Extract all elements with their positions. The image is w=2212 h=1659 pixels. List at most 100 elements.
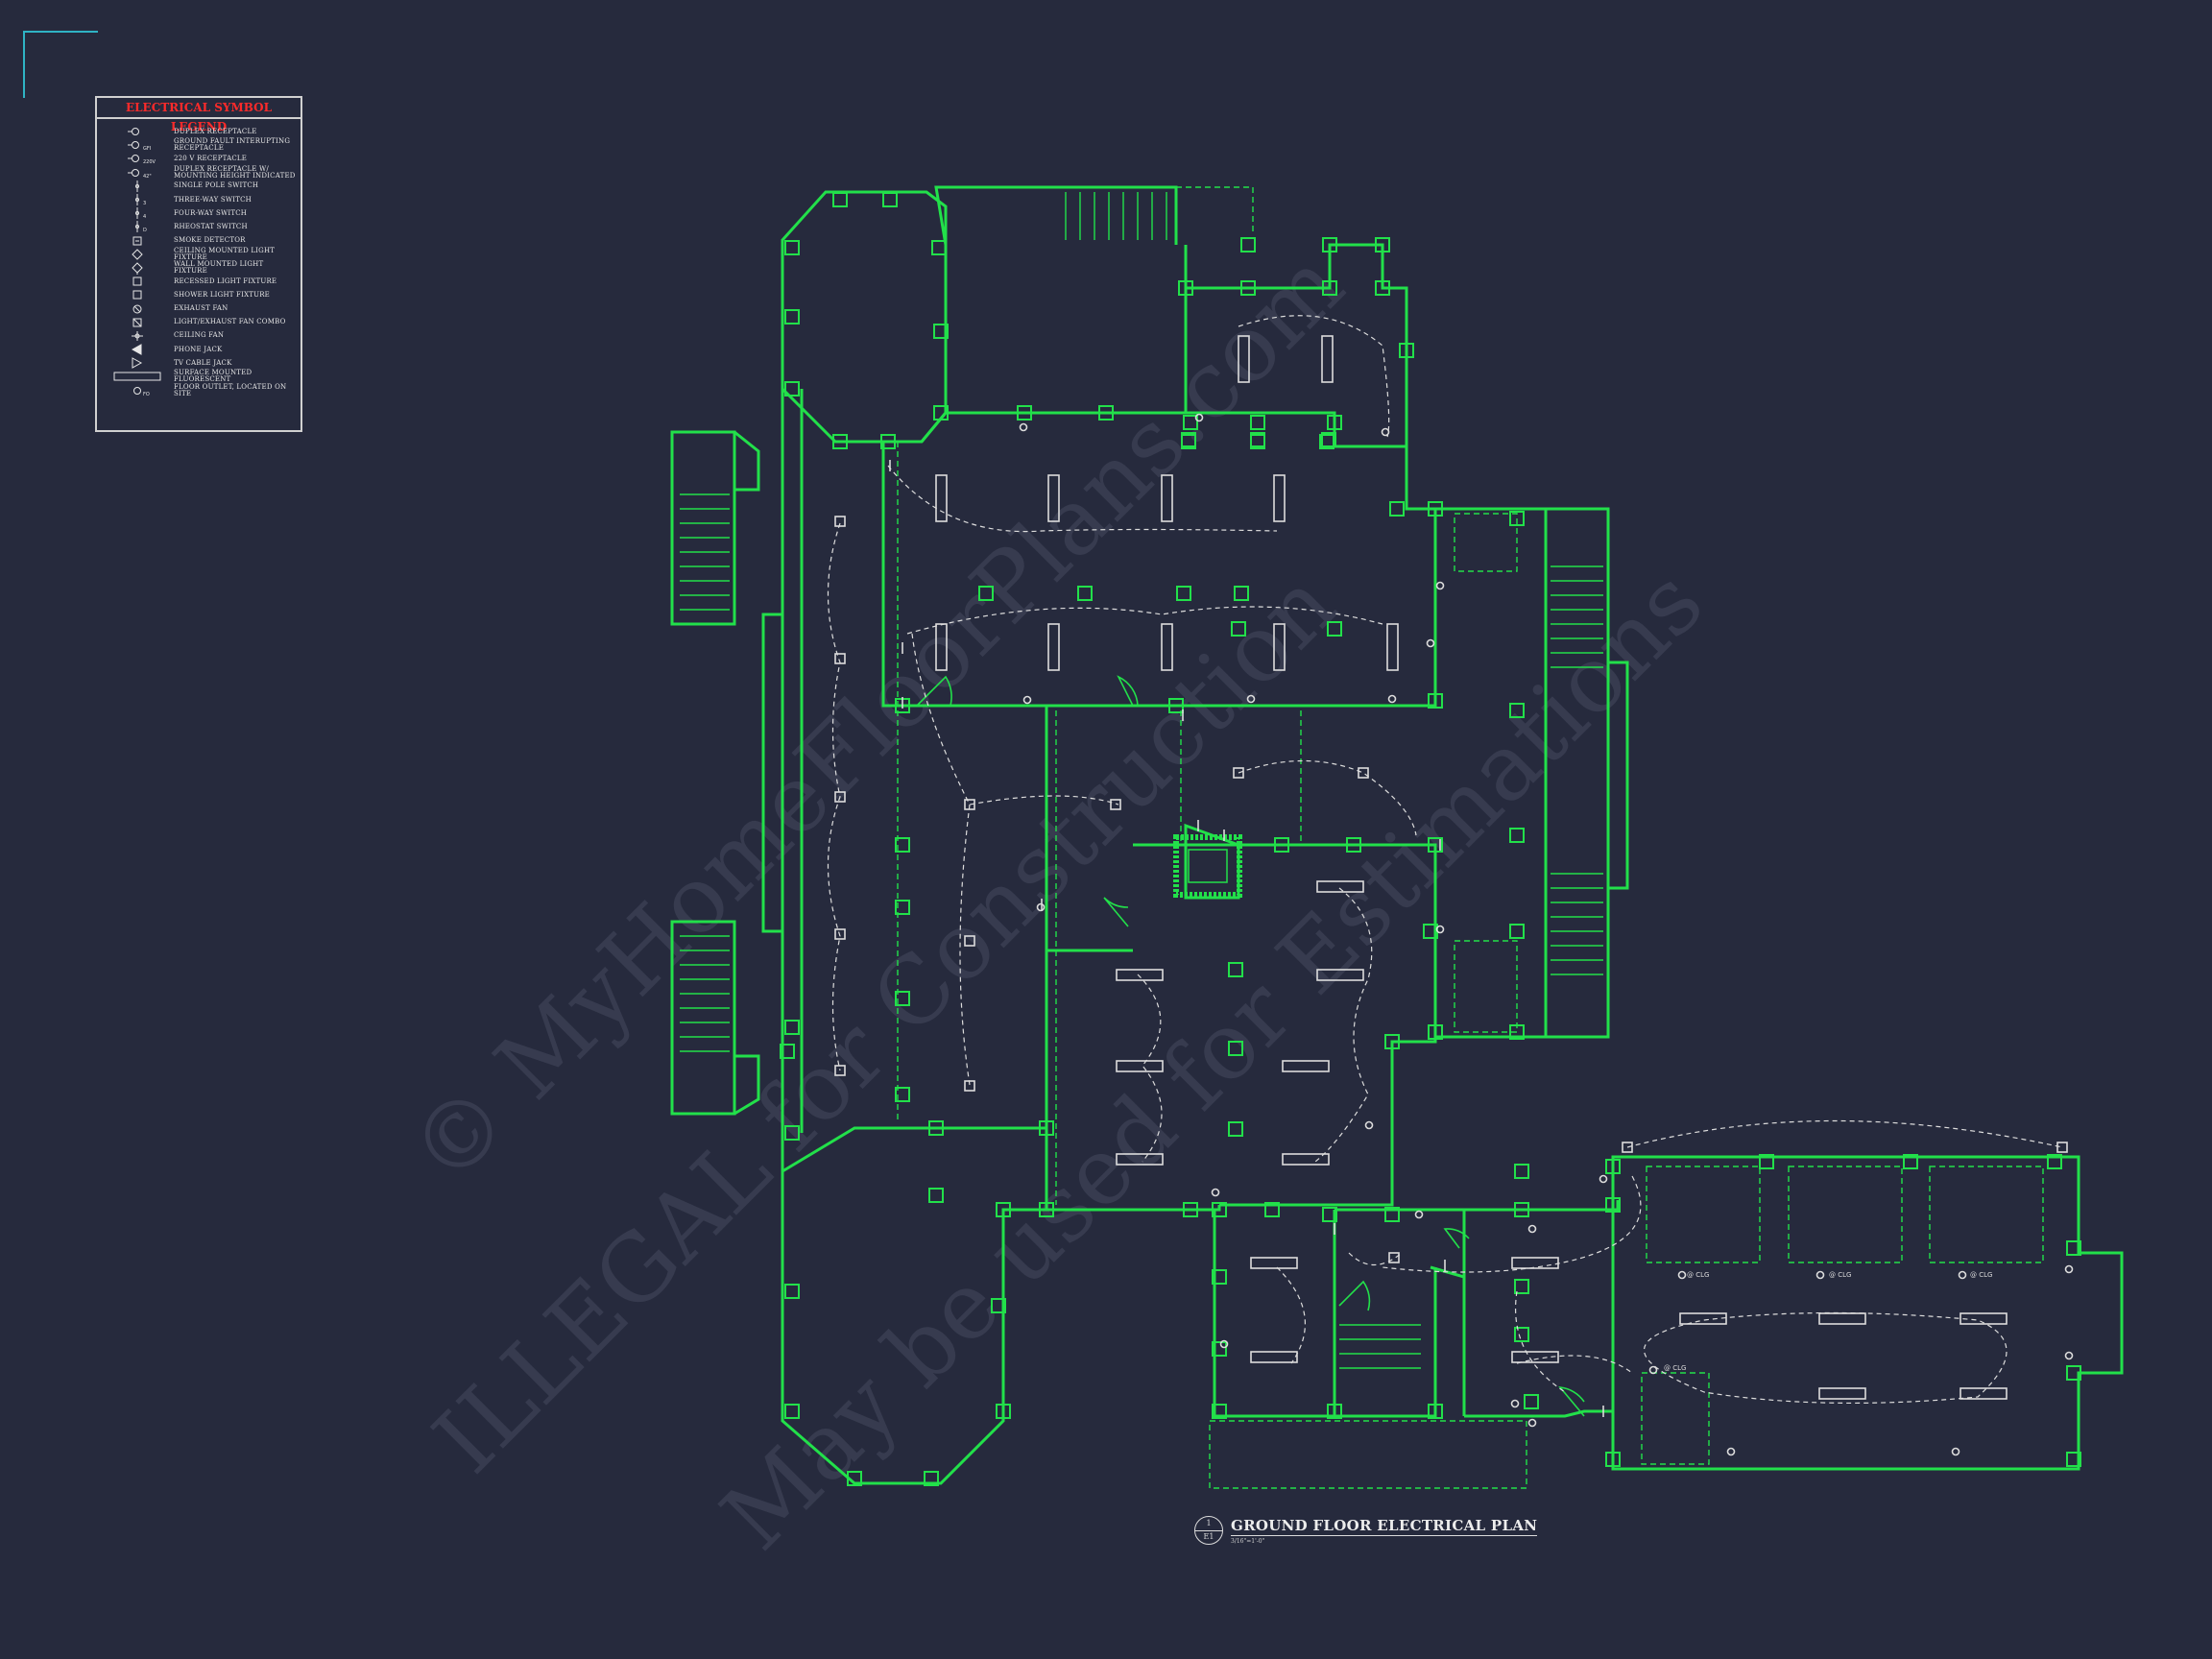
ceiling-light-fixture [834,928,846,940]
duplex-receptacle [1648,1365,1658,1375]
ceiling-light-fixture [1388,1252,1400,1263]
column [780,1044,795,1059]
ceiling-light-icon [132,249,143,260]
surface-fluorescent-fixture [1818,1387,1866,1400]
surface-fluorescent-fixture [1273,623,1286,671]
column [1183,415,1198,430]
phone-jack-icon [131,344,142,355]
legend-label: CEILING MOUNTED LIGHT FIXTURE [174,246,276,261]
column [1759,1154,1774,1169]
door-swings [916,675,1585,1417]
surface-fluorescent-fixture [1316,969,1364,981]
column [784,1404,800,1419]
column [1509,828,1525,843]
column [1212,1341,1227,1357]
sheet-corner-mark [23,31,98,98]
column [1514,1202,1529,1217]
column [1212,1202,1227,1217]
duplex-receptacle-icon [128,128,139,136]
surface-fluorescent-fixture [1960,1387,2008,1400]
column [1322,237,1337,252]
column [1212,1269,1227,1285]
ceiling-light-fixture [964,1080,975,1092]
gfi-receptacle-icon: GFI [128,141,151,152]
legend-symbol-tag: 4 [143,214,146,220]
duplex-receptacle [1387,694,1397,704]
surface-fluorescent-fixture [1818,1312,1866,1325]
wiring-runs [827,315,2063,1405]
column [1375,280,1390,296]
three-way-switch-icon: 3 [135,194,146,206]
legend-label: 220 V RECEPTACLE [174,154,248,162]
column [1178,280,1193,296]
column [1017,405,1032,421]
exhaust-fan-icon [132,304,142,314]
column [2066,1365,2081,1381]
duplex-receptacle [1510,1399,1520,1408]
legend-symbol-tag: D [143,228,147,233]
legend-label: SMOKE DETECTOR [174,236,246,245]
recessed-light-fixture [1327,621,1342,637]
surface-fluorescent-fixture [1511,1257,1559,1269]
electrical-symbol-legend: ELECTRICAL SYMBOL LEGEND DUPLEX RECEPTAC… [95,96,302,432]
rheostat-switch-icon: D [135,221,147,233]
detail-number: 1 [1206,1519,1212,1527]
legend-row: LIGHT/EXHAUST FAN COMBO [97,316,301,329]
column [996,1404,1011,1419]
legend-label: PHONE JACK [174,345,223,353]
column [895,837,910,853]
surface-fluorescent-fixture [1282,1153,1330,1166]
wall-light-icon [132,262,143,275]
column [1264,1202,1280,1217]
column [832,434,848,449]
surface-fluorescent-fixture [1116,1153,1164,1166]
surface-fluorescent-fixture [1116,1060,1164,1072]
column [1514,1327,1529,1342]
surface-fluorescent-fixture [1273,474,1286,522]
ceiling-light-fixture [1110,799,1121,810]
duplex-receptacle [2064,1351,2074,1360]
column [1428,693,1443,709]
legend-symbol-tag: 3 [143,201,146,206]
ceiling-annotations: @ CLG @ CLG @ CLG @ CLG [1664,1271,1992,1372]
ceiling-light-fixture [834,791,846,803]
column [895,900,910,915]
220v-receptacle-icon: 220V [128,155,156,165]
duplex-receptacle [1246,694,1256,704]
legend-row: 220V 220 V RECEPTACLE [97,152,301,165]
column [1509,1024,1525,1040]
surface-fluorescent-fixture [1282,1060,1330,1072]
column [1428,1404,1443,1419]
duplex-receptacle [1019,422,1028,432]
legend-label: CEILING FAN [174,331,225,340]
column [2066,1452,2081,1467]
tv-cable-jack-icon [132,357,143,370]
recessed-light-fixture [1321,432,1336,447]
column [1375,237,1390,252]
duplex-receptacle [1599,1174,1608,1184]
legend-symbol-tag: FO [143,392,150,397]
clg-tag-2: @ CLG [1829,1271,1851,1279]
duplex-receptacle [1211,1188,1220,1197]
surface-fluorescent-fixture [1250,1257,1298,1269]
column [1509,511,1525,526]
floor-outlet-icon: FO [133,386,150,397]
legend-label: GROUND FAULT INTERUPTING RECEPTACLE [174,137,291,153]
duplex-receptacle [1414,1210,1424,1219]
column [933,324,949,339]
surface-fluorescent-fixture [1960,1312,2008,1325]
duplex-receptacle [1426,638,1435,648]
legend-row: EXHAUST FAN [97,301,301,315]
column [1322,280,1337,296]
legend-row: WALL MOUNTED LIGHT FIXTURE [97,260,301,275]
duplex-receptacle [1194,413,1204,422]
exterior-walls [670,185,2124,1485]
duplex-receptacle [1219,1339,1229,1349]
duplex-receptacle [1958,1270,1967,1280]
duplex-receptacle [1527,1224,1537,1234]
surface-fluorescent-fixture [1250,1351,1298,1363]
column [1524,1394,1539,1409]
